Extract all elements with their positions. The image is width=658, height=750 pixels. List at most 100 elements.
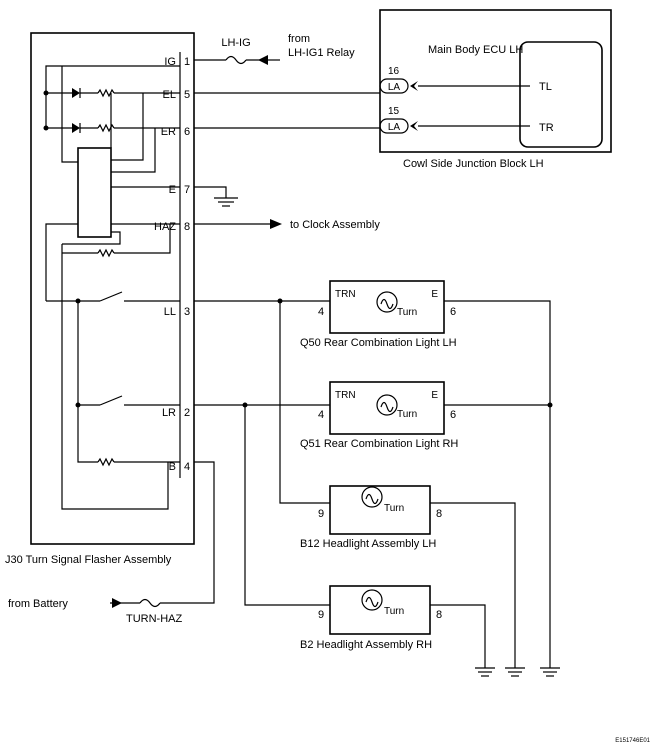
light-q51-box xyxy=(329,381,445,435)
internal-circuit xyxy=(43,65,180,510)
resistor-er-icon xyxy=(97,123,115,133)
light-q51-left-tag: TRN xyxy=(335,390,356,401)
fuse-turnhaz-label: TURN-HAZ xyxy=(126,613,182,625)
light-b12-bulb-icon xyxy=(361,486,383,508)
light-b2-pin-left: 9 xyxy=(318,609,324,621)
connector-15: 15 LA xyxy=(379,106,530,134)
light-b2-bulb-icon xyxy=(361,589,383,611)
pin-ig: IG 1 xyxy=(164,56,190,68)
battery-label: from Battery xyxy=(8,598,68,610)
light-b2-name: B2 Headlight Assembly RH xyxy=(300,639,432,651)
arrow-to-clock-icon xyxy=(270,219,282,229)
pin-el-label: EL xyxy=(163,89,176,101)
light-q50: TRN E Turn 4 6 Q50 Rear Combination Ligh… xyxy=(300,280,457,349)
pin-lr-label: LR xyxy=(162,407,176,419)
resistor-el-icon xyxy=(97,88,115,98)
arrow-from-relay-icon xyxy=(258,55,268,65)
light-q50-name: Q50 Rear Combination Light LH xyxy=(300,337,457,349)
pin-e-number: 7 xyxy=(184,184,190,196)
pin-ll-number: 3 xyxy=(184,306,190,318)
diode-el-icon xyxy=(72,88,80,98)
pin-haz-label: HAZ xyxy=(154,221,176,233)
pin-e: E 7 xyxy=(169,184,190,196)
connector-15-arrow-icon xyxy=(410,121,418,131)
flasher-assembly-box xyxy=(30,32,195,545)
light-q51-pin-right: 6 xyxy=(450,409,456,421)
light-q51-right-tag: E xyxy=(431,390,438,401)
pin-e-label: E xyxy=(169,184,176,196)
resistor-b-icon xyxy=(97,457,115,467)
diode-er-icon xyxy=(72,123,80,133)
connector-16-pin: 16 xyxy=(388,66,400,77)
junction-block-box xyxy=(379,9,612,153)
pin-ll-label: LL xyxy=(164,306,176,318)
pin-er-number: 6 xyxy=(184,126,190,138)
pin-lr-number: 2 xyxy=(184,407,190,419)
pin-haz: HAZ 8 xyxy=(154,221,190,233)
light-q51: TRN E Turn 4 6 Q51 Rear Combination Ligh… xyxy=(300,381,458,450)
signal-tl-label: TL xyxy=(539,81,552,93)
clock-label: to Clock Assembly xyxy=(290,219,380,231)
pin-el-number: 5 xyxy=(184,89,190,101)
switch-lr-icon xyxy=(99,395,123,406)
light-q50-bulb-icon xyxy=(376,291,398,313)
light-q50-pin-left: 4 xyxy=(318,306,324,318)
light-q50-bulb-label: Turn xyxy=(397,307,417,318)
ground-left-icon xyxy=(475,667,495,677)
signal-tr-label: TR xyxy=(539,122,554,134)
relay-name-label: LH-IG1 Relay xyxy=(288,47,355,59)
connector-16-oval xyxy=(379,78,409,94)
fuse-turnhaz-icon xyxy=(139,598,161,608)
arrow-from-battery-icon xyxy=(112,598,122,608)
light-q51-bulb-label: Turn xyxy=(397,409,417,420)
relay-from-label: from xyxy=(288,33,310,45)
light-q50-box xyxy=(329,280,445,334)
pin-haz-number: 8 xyxy=(184,221,190,233)
light-b12-box xyxy=(329,485,431,535)
flasher-assembly-name: J30 Turn Signal Flasher Assembly xyxy=(5,554,172,566)
light-b12-pin-right: 8 xyxy=(436,508,442,520)
pin-ig-number: 1 xyxy=(184,56,190,68)
connector-15-pin: 15 xyxy=(388,106,400,117)
ecu-name: Main Body ECU LH xyxy=(428,44,523,56)
external-wiring xyxy=(110,55,560,677)
connector-16-arrow-icon xyxy=(410,81,418,91)
pin-lr: LR 2 xyxy=(162,407,190,419)
light-b12-name: B12 Headlight Assembly LH xyxy=(300,538,436,550)
ground-e-icon xyxy=(214,197,238,207)
light-b12: Turn 9 8 B12 Headlight Assembly LH xyxy=(300,485,442,550)
pin-ll: LL 3 xyxy=(164,306,190,318)
ground-right-icon xyxy=(540,667,560,677)
light-b2-box xyxy=(329,585,431,635)
light-q50-right-tag: E xyxy=(431,289,438,300)
ground-middle-icon xyxy=(505,667,525,677)
switch-ll-icon xyxy=(99,291,123,302)
light-q50-pin-right: 6 xyxy=(450,306,456,318)
connector-16-label: LA xyxy=(388,82,401,93)
fuse-lhig-label: LH-IG xyxy=(221,37,250,49)
pin-b-label: B xyxy=(169,461,176,473)
light-b2: Turn 9 8 B2 Headlight Assembly RH xyxy=(300,585,442,651)
light-q51-pin-left: 4 xyxy=(318,409,324,421)
light-b12-bulb-label: Turn xyxy=(384,503,404,514)
pin-el: EL 5 xyxy=(163,89,191,101)
junction-block-name: Cowl Side Junction Block LH xyxy=(403,158,544,170)
pin-er-label: ER xyxy=(161,126,176,138)
light-b12-pin-left: 9 xyxy=(318,508,324,520)
connector-16: 16 LA xyxy=(379,66,530,94)
light-q50-left-tag: TRN xyxy=(335,289,356,300)
ecu-box xyxy=(519,41,603,148)
flasher-ic-block xyxy=(77,147,112,238)
fuse-lhig-icon xyxy=(225,55,247,65)
light-b2-bulb-label: Turn xyxy=(384,606,404,617)
light-q51-name: Q51 Rear Combination Light RH xyxy=(300,438,458,450)
light-b2-pin-right: 8 xyxy=(436,609,442,621)
resistor-haz-icon xyxy=(97,248,115,258)
pin-b-number: 4 xyxy=(184,461,190,473)
connector-15-oval xyxy=(379,118,409,134)
figure-code: E151746E01 xyxy=(615,738,650,744)
pin-ig-label: IG xyxy=(164,56,176,68)
light-q51-bulb-icon xyxy=(376,394,398,416)
pin-b: B 4 xyxy=(169,461,190,473)
